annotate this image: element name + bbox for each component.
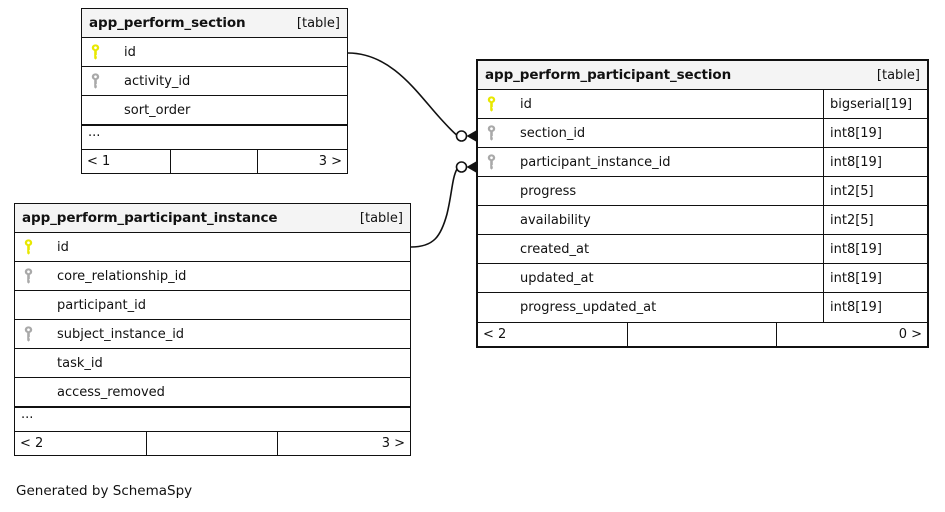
foreign-key-icon [15,320,41,348]
table-title: app_perform_participant_section [485,67,732,83]
table-app-perform-section[interactable]: app_perform_section [table] id activity [81,8,348,174]
column-name: availability [520,212,591,228]
primary-key-icon [478,90,504,118]
footer-middle [147,432,278,455]
column-type: int8[19] [823,119,927,147]
no-key-spacer [478,206,504,234]
no-key-spacer [478,235,504,263]
table-row[interactable]: participant_instance_id int8[19] [478,148,927,177]
column-name: progress [520,183,577,199]
table-columns: id activity_id sort_order ... [82,38,347,149]
table-row[interactable]: sort_order [82,96,347,125]
column-name: subject_instance_id [57,326,185,342]
column-name: id [520,96,532,112]
table-header: app_perform_participant_section [table] [478,61,927,90]
footer-prev-link[interactable]: < 1 [82,150,171,173]
table-footer-nav: < 1 3 > [82,149,347,173]
no-key-spacer [15,378,41,406]
cardinality-zero-marker [455,130,468,142]
column-name: participant_instance_id [520,154,671,170]
table-columns: id core_relationship_id participant_id [15,233,410,431]
cardinality-many-marker [466,130,476,142]
table-row[interactable]: activity_id [82,67,347,96]
foreign-key-icon [478,119,504,147]
table-app-perform-participant-section[interactable]: app_perform_participant_section [table] … [476,59,929,348]
footer-next-link[interactable]: 3 > [318,154,342,169]
table-row[interactable]: id [82,38,347,67]
table-row[interactable]: access_removed [15,378,410,407]
column-type: int8[19] [823,293,927,322]
table-row[interactable]: participant_id [15,291,410,320]
column-name: updated_at [520,270,594,286]
footer-middle [628,323,777,346]
primary-key-icon [15,233,41,261]
no-key-spacer [15,291,41,319]
column-name: task_id [57,355,103,371]
column-type: int8[19] [823,235,927,263]
cardinality-zero-marker [455,161,468,173]
table-row[interactable]: progress int2[5] [478,177,927,206]
table-kind-label: [table] [876,67,920,83]
no-key-spacer [478,293,504,322]
table-app-perform-participant-instance[interactable]: app_perform_participant_instance [table]… [14,203,411,456]
generated-by-caption: Generated by SchemaSpy [16,483,193,499]
footer-prev-link[interactable]: < 2 [478,323,629,346]
table-row[interactable]: progress_updated_at int8[19] [478,293,927,322]
no-key-spacer [478,264,504,292]
column-name: section_id [520,125,586,141]
table-header: app_perform_participant_instance [table] [15,204,410,233]
footer-next-link[interactable]: 0 > [898,327,922,342]
no-key-spacer [15,349,41,377]
relationship-section-to-participant-section [347,52,476,142]
table-row[interactable]: subject_instance_id [15,320,410,349]
column-name: id [57,239,69,255]
column-name: core_relationship_id [57,268,187,284]
column-type: int8[19] [823,148,927,176]
table-row[interactable]: created_at int8[19] [478,235,927,264]
column-name: participant_id [57,297,146,313]
relationship-participant-instance-to-participant-section [410,161,476,248]
column-name: created_at [520,241,590,257]
table-footer-nav: < 2 0 > [478,322,927,346]
table-row[interactable]: updated_at int8[19] [478,264,927,293]
table-kind-label: [table] [296,15,340,31]
table-footer-nav: < 2 3 > [15,431,410,455]
ellipsis-label: ... [21,408,34,422]
table-row[interactable]: core_relationship_id [15,262,410,291]
foreign-key-icon [15,262,41,290]
table-row[interactable]: availability int2[5] [478,206,927,235]
table-columns: id bigserial[19] section_id int8[19] [478,90,927,322]
table-kind-label: [table] [359,210,403,226]
footer-next-link[interactable]: 3 > [381,436,405,451]
column-type: bigserial[19] [823,90,927,118]
column-type: int2[5] [823,177,927,205]
column-type: int2[5] [823,206,927,234]
no-key-spacer [478,177,504,205]
table-row[interactable]: section_id int8[19] [478,119,927,148]
footer-middle [171,150,259,173]
table-row[interactable]: id bigserial[19] [478,90,927,119]
column-name: id [124,44,136,60]
footer-prev-link[interactable]: < 2 [15,432,148,455]
no-key-spacer [82,96,108,124]
table-title: app_perform_section [89,15,246,31]
table-row[interactable]: id [15,233,410,262]
more-columns-indicator: ... [15,407,410,431]
table-row[interactable]: task_id [15,349,410,378]
cardinality-many-marker [466,161,476,173]
table-header: app_perform_section [table] [82,9,347,38]
foreign-key-icon [82,67,108,95]
column-name: access_removed [57,384,165,400]
ellipsis-label: ... [88,126,101,140]
column-name: progress_updated_at [520,300,657,315]
more-columns-indicator: ... [82,125,347,149]
table-title: app_perform_participant_instance [22,210,278,226]
foreign-key-icon [478,148,504,176]
column-type: int8[19] [823,264,927,292]
column-name: activity_id [124,73,191,89]
primary-key-icon [82,38,108,66]
column-name: sort_order [124,102,191,118]
